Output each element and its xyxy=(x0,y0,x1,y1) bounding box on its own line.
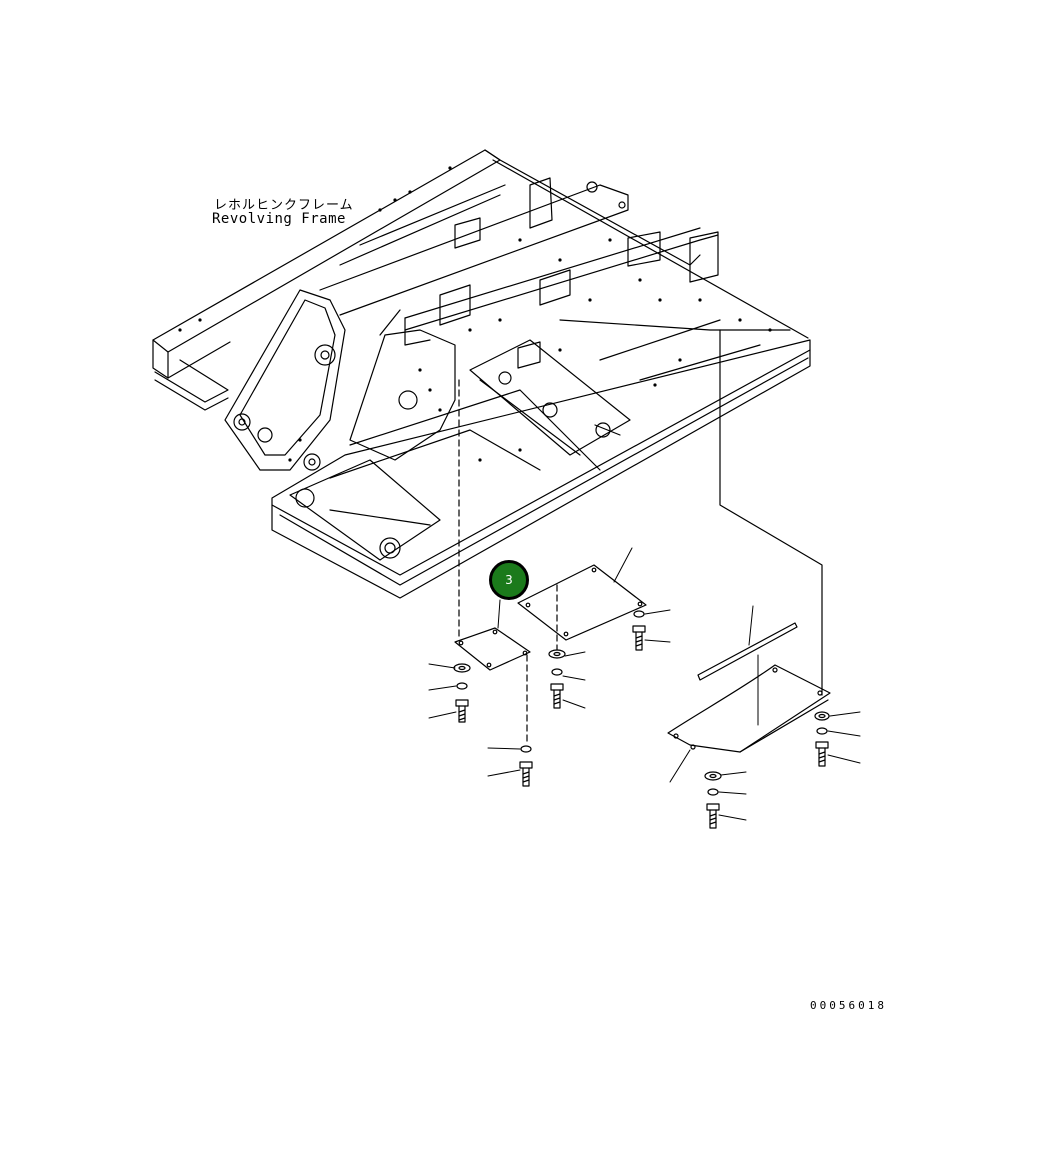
cover-plate-large xyxy=(517,564,647,641)
seal-strip xyxy=(697,622,798,681)
frame-rivets xyxy=(178,166,772,462)
frame-to-cover-leader xyxy=(719,329,823,696)
part-callout-3[interactable]: 3 xyxy=(489,560,529,600)
frame-label-english: Revolving Frame xyxy=(212,211,346,227)
cover-plate-small xyxy=(454,627,531,671)
drawing-number: 00056018 xyxy=(810,999,887,1012)
cover-plate-right xyxy=(667,664,831,753)
part-callout-number: 3 xyxy=(505,573,513,587)
leader-lines xyxy=(428,547,861,821)
fastener-stacks xyxy=(453,610,830,829)
alignment-lines xyxy=(458,379,558,746)
frame-label-japanese: レホルヒンクフレーム xyxy=(214,198,354,213)
revolving-frame xyxy=(152,149,811,599)
